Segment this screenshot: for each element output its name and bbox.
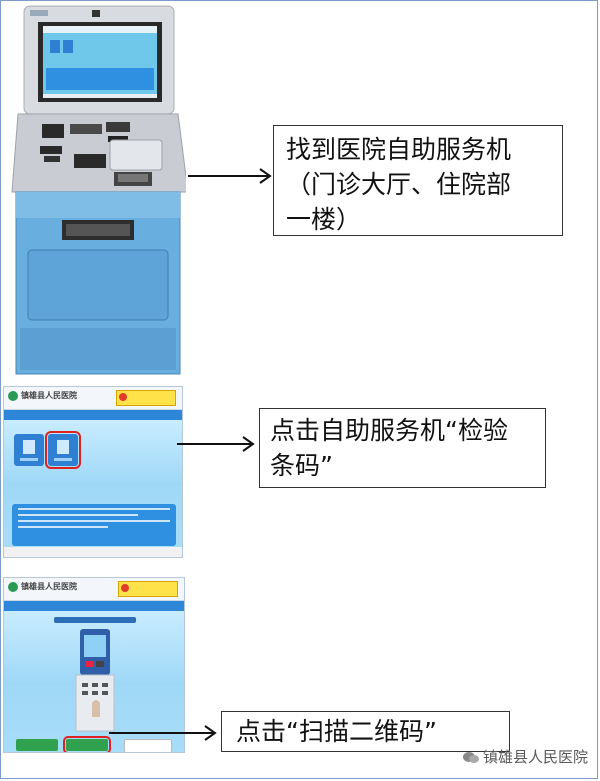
badge-icon — [119, 393, 127, 401]
step-2-line-2: 条码” — [270, 451, 333, 480]
kiosk-machine-image — [11, 5, 186, 375]
screenshot-scan: 镇雄县人民医院 — [3, 577, 185, 753]
arrow-3 — [109, 725, 217, 741]
badge-icon — [121, 584, 129, 592]
step-2-callout: 点击自助服务机“检验 条码” — [259, 408, 546, 488]
wechat-icon — [462, 750, 479, 763]
arrow-2 — [177, 436, 255, 452]
step-1-line-2: （门诊大厅、住院部 — [286, 170, 512, 199]
hospital-logo-icon — [8, 582, 18, 592]
scan-qr-button[interactable] — [63, 736, 111, 752]
step-3-line-1: 点击“扫描二维码” — [236, 717, 437, 746]
step-1-line-3: 一楼） — [286, 205, 362, 234]
nav-strip — [4, 410, 182, 420]
info-line — [18, 508, 170, 510]
scan-area — [4, 611, 184, 752]
watermark-text: 镇雄县人民医院 — [482, 748, 588, 766]
screenshot-menu: 镇雄县人民医院 — [3, 386, 183, 558]
screen-header: 镇雄县人民医院 — [4, 578, 184, 601]
scanner-kiosk-illustration — [75, 629, 115, 732]
arrow-1 — [188, 168, 272, 184]
nav-strip — [4, 601, 184, 611]
step-2-line-1: 点击自助服务机“检验 — [270, 416, 508, 445]
screen-footer — [4, 547, 182, 557]
service-badge — [116, 390, 176, 406]
watermark: 镇雄县人民医院 — [462, 746, 588, 767]
step-1-line-1: 找到医院自助服务机 — [286, 135, 512, 164]
info-line — [18, 520, 170, 522]
instruction-bar — [54, 617, 136, 623]
button-left[interactable] — [16, 739, 58, 751]
tile-1-icon — [20, 440, 38, 461]
info-line — [18, 514, 138, 516]
hospital-name: 镇雄县人民医院 — [21, 582, 77, 591]
info-panel — [12, 504, 176, 546]
button-right[interactable] — [124, 739, 172, 752]
hospital-name: 镇雄县人民医院 — [21, 391, 77, 400]
service-badge — [118, 581, 178, 597]
menu-area — [4, 420, 182, 548]
screen-header: 镇雄县人民医院 — [4, 387, 182, 410]
menu-tile-lab-barcode[interactable] — [45, 431, 81, 469]
info-line — [18, 526, 108, 528]
step-3-callout: 点击“扫描二维码” — [221, 711, 510, 752]
menu-tile-1[interactable] — [14, 434, 44, 466]
tile-2-icon — [54, 440, 72, 461]
hospital-logo-icon — [8, 391, 18, 401]
step-1-callout: 找到医院自助服务机 （门诊大厅、住院部 一楼） — [273, 125, 563, 236]
